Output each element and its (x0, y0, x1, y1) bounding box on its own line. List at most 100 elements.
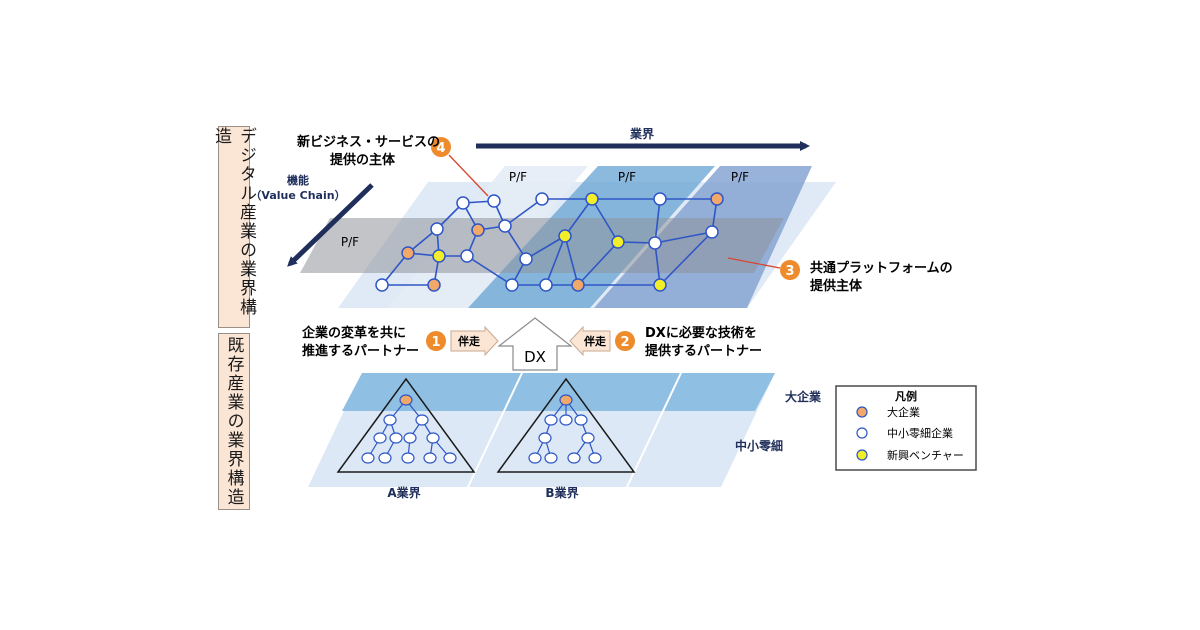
callout-3-leader (727, 257, 781, 269)
pf-label-3: P/F (731, 170, 749, 184)
node-sme (581, 432, 595, 444)
existing-industry-label-box: 既存産業の業界構造 (218, 333, 250, 510)
callout-3-number: 3 (785, 264, 794, 279)
node-sme (426, 432, 440, 444)
node-sme (538, 432, 552, 444)
function-axis-arrow (287, 183, 374, 267)
callout-4-number: 4 (436, 141, 445, 156)
node-large (399, 394, 413, 406)
callout-2-badge (615, 331, 635, 351)
node-large (571, 278, 585, 292)
node-venture (611, 235, 625, 249)
tier-label-large: 大企業 (785, 389, 822, 404)
node-sme (574, 414, 588, 426)
node-sme (559, 414, 573, 426)
industry-a-nodes (361, 394, 457, 464)
legend-title: 凡例 (895, 389, 917, 403)
industry-a-label: A業界 (387, 485, 420, 500)
callout-1-badge (426, 331, 446, 351)
callout-2-line1: DXに必要な技術を (645, 325, 757, 341)
node-venture (585, 192, 599, 206)
node-sme (498, 219, 512, 233)
companion-arrow-left (450, 325, 499, 357)
node-sme (378, 452, 392, 464)
node-large (427, 278, 441, 292)
callout-1-number: 1 (431, 335, 440, 350)
node-sme (653, 192, 667, 206)
node-sme (383, 414, 397, 426)
legend-item-large: 大企業 (887, 405, 920, 419)
network-nodes (375, 192, 724, 292)
node-sme (567, 452, 581, 464)
industry-divider-1 (467, 372, 523, 488)
node-large (471, 223, 485, 237)
node-sme (443, 452, 457, 464)
node-large (401, 246, 415, 260)
callout-4-badge (431, 137, 451, 157)
node-sme (648, 236, 662, 250)
industry-divider-2 (626, 372, 682, 488)
callout-1-line2: 推進するパートナー (302, 343, 419, 359)
node-sme (588, 452, 602, 464)
node-sme (535, 192, 549, 206)
dx-arrow (497, 317, 573, 371)
legend-large-swatch (856, 406, 868, 418)
node-large (710, 192, 724, 206)
function-axis-label-2: （Value Chain） (250, 189, 345, 202)
companion-label-right: 伴走 (583, 334, 606, 348)
callout-4-line1: 新ビジネス・サービスの (297, 134, 440, 150)
node-sme (487, 194, 501, 208)
callout-3-badge (780, 260, 800, 280)
industry-b-nodes (528, 394, 602, 464)
node-sme (401, 452, 415, 464)
node-sme (528, 452, 542, 464)
companion-arrow-right (569, 325, 611, 357)
callout-4-leader (448, 154, 489, 197)
node-sme (403, 432, 417, 444)
callout-3-line1: 共通プラットフォームの (810, 260, 953, 276)
pf-label-2: P/F (618, 170, 636, 184)
node-sme (423, 452, 437, 464)
industry-b-label: B業界 (545, 485, 578, 500)
node-sme (539, 278, 553, 292)
legend-venture-swatch (856, 449, 868, 461)
node-sme (415, 414, 429, 426)
companion-label-left: 伴走 (457, 334, 480, 348)
industry-axis-label: 業界 (629, 126, 654, 141)
callout-2-line2: 提供するパートナー (645, 343, 762, 359)
node-sme (430, 222, 444, 236)
node-sme (375, 278, 389, 292)
dx-label: DX (524, 348, 546, 366)
pf-label-4: P/F (341, 235, 359, 249)
node-sme (544, 452, 558, 464)
pf-label-1: P/F (509, 170, 527, 184)
digital-industry-label-box: デジタル産業の業界構造 (211, 126, 256, 328)
tier-label-sme: 中小零細 (735, 438, 783, 453)
node-venture (558, 229, 572, 243)
node-sme (389, 432, 403, 444)
digital-industry-label: デジタル産業の業界構造 (211, 127, 256, 317)
node-sme (705, 225, 719, 239)
node-sme (460, 249, 474, 263)
node-large (559, 394, 573, 406)
node-sme (456, 196, 470, 210)
node-sme (505, 278, 519, 292)
node-venture (653, 278, 667, 292)
industry-a-hierarchy (336, 377, 476, 473)
legend-sme-swatch (856, 427, 868, 439)
existing-industry-label: 既存産業の業界構造 (223, 336, 244, 507)
callout-2-number: 2 (620, 335, 629, 350)
callout-4-line2: 提供の主体 (330, 152, 396, 168)
legend-item-venture: 新興ベンチャー (887, 448, 964, 462)
legend-item-sme: 中小零細企業 (887, 426, 953, 440)
node-sme (373, 432, 387, 444)
node-sme (361, 452, 375, 464)
callout-3-line2: 提供主体 (810, 278, 863, 294)
industry-b-hierarchy (496, 377, 636, 473)
node-sme (519, 252, 533, 266)
callout-1-line1: 企業の変革を共に (301, 325, 406, 341)
function-axis-label-1: 機能 (287, 173, 309, 187)
platform-plane-grey (300, 218, 784, 273)
node-sme (544, 414, 558, 426)
